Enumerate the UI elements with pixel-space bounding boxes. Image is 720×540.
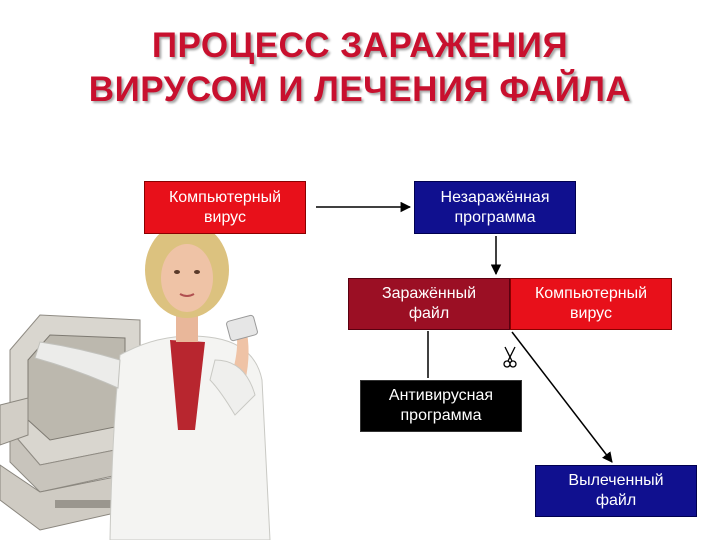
virus-source-label: Компьютерный вирус [168, 188, 282, 226]
infected-file-label: Заражённый файл [381, 285, 477, 322]
scissors-icon [503, 346, 517, 368]
clean-program-box: Незаражённая программа [414, 181, 576, 234]
antivirus-box: Антивирусная программа [360, 380, 522, 432]
title-line-1: ПРОЦЕСС ЗАРАЖЕНИЯ [151, 26, 569, 65]
title-line-2: ВИРУСОМ И ЛЕЧЕНИЯ ФАЙЛА [88, 70, 632, 109]
antivirus-label: Антивирусная программа [388, 387, 494, 424]
arrow-to-cured-file [511, 331, 613, 463]
doctor-figure [34, 230, 271, 540]
virus-source-box: Компьютерный вирус [144, 181, 306, 234]
clean-program-label: Незаражённая программа [440, 188, 550, 226]
attached-virus-label: Компьютерный вирус [534, 285, 648, 322]
page-title: ПРОЦЕСС ЗАРАЖЕНИЯ ВИРУСОМ И ЛЕЧЕНИЯ ФАЙЛ… [0, 24, 720, 112]
attached-virus-box: Компьютерный вирус [510, 278, 672, 330]
cured-file-box: Вылеченный файл [535, 465, 697, 517]
infected-file-box: Заражённый файл [348, 278, 510, 330]
doctor-with-computer-illustration [0, 230, 271, 540]
cured-file-label: Вылеченный файл [568, 472, 664, 509]
